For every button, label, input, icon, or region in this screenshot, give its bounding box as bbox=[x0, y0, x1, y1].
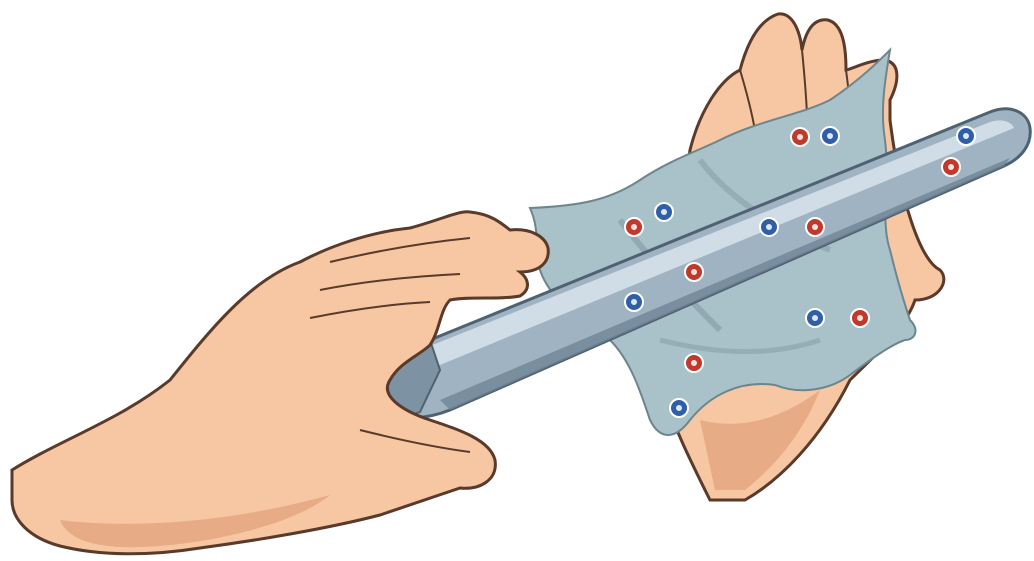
negative-charge-dot-center bbox=[631, 299, 637, 305]
negative-charge-dot-center bbox=[766, 224, 772, 230]
charges bbox=[624, 126, 976, 418]
positive-charge-dot-center bbox=[691, 269, 697, 275]
negative-charge-dot-center bbox=[827, 133, 833, 139]
positive-charge-dot-center bbox=[691, 360, 697, 366]
front-hand bbox=[10, 210, 550, 556]
back-hand-shadow bbox=[700, 390, 820, 490]
positive-charge-dot-center bbox=[857, 315, 863, 321]
front-hand-finger-line-1 bbox=[329, 237, 471, 263]
rod-shadow bbox=[440, 158, 1010, 410]
front-hand-palm bbox=[10, 210, 550, 556]
negative-charge-dot-center bbox=[963, 133, 969, 139]
negative-charge-dot-center bbox=[812, 315, 818, 321]
rod-highlight bbox=[420, 120, 1014, 365]
positive-charge-dot-center bbox=[948, 164, 954, 170]
front-hand-shadow bbox=[60, 495, 330, 548]
front-hand-thumb-line bbox=[359, 429, 471, 453]
positive-charge-dot-center bbox=[797, 134, 803, 140]
positive-charge-dot-center bbox=[631, 224, 637, 230]
front-hand-finger-line-2 bbox=[319, 273, 461, 291]
negative-charge-dot-center bbox=[676, 405, 682, 411]
positive-charge-dot-center bbox=[812, 224, 818, 230]
cloth-fold-3 bbox=[659, 337, 821, 354]
front-hand-finger-line-3 bbox=[309, 301, 431, 319]
negative-charge-dot-center bbox=[661, 209, 667, 215]
